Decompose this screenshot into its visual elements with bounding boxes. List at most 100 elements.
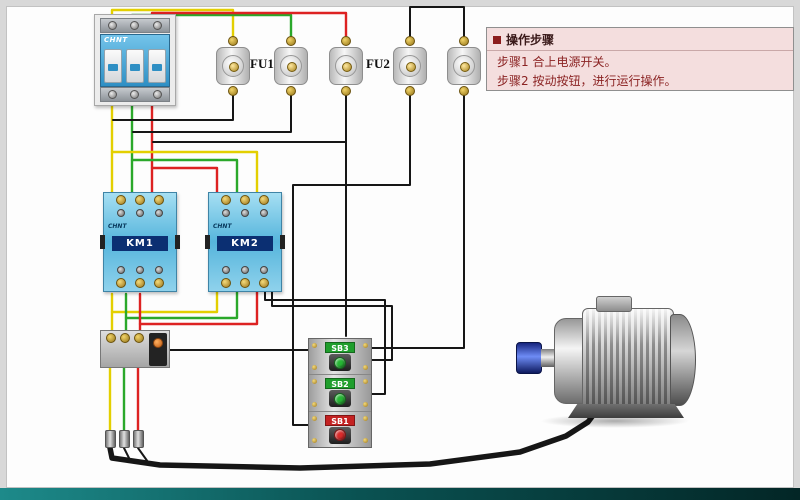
breaker-toggle[interactable] bbox=[126, 49, 144, 83]
button-label: SB2 bbox=[331, 380, 349, 390]
fuse-cap bbox=[447, 47, 481, 85]
fuse-center-icon bbox=[399, 55, 421, 77]
fuse-terminal-icon bbox=[341, 36, 351, 46]
terminal-screw-icon bbox=[130, 90, 140, 99]
motor-shaft bbox=[541, 349, 556, 367]
terminal-screw-icon bbox=[120, 333, 130, 343]
fuse-center-icon bbox=[222, 55, 244, 77]
thermal-relay[interactable] bbox=[100, 330, 170, 368]
fuse-cap bbox=[393, 47, 427, 85]
screw-icon bbox=[312, 343, 317, 348]
screw-icon bbox=[312, 365, 317, 371]
contactor-km2[interactable]: CHNT KM2 bbox=[205, 192, 285, 292]
contactor-top-terminals bbox=[209, 193, 281, 207]
screw-icon bbox=[363, 437, 368, 443]
terminal-screw-icon bbox=[130, 21, 140, 30]
terminal-screw-icon bbox=[153, 21, 163, 30]
screw-icon bbox=[312, 415, 317, 421]
terminal-screw-icon bbox=[239, 195, 250, 205]
screw-icon bbox=[363, 343, 368, 348]
fuse-terminal-icon bbox=[228, 36, 238, 46]
fuse-holder[interactable] bbox=[329, 36, 363, 96]
terminal-screw-icon bbox=[260, 266, 269, 274]
instruction-title: 操作步骤 bbox=[506, 33, 555, 47]
terminal-screw-icon bbox=[259, 195, 270, 205]
button-label-plate: SB1 bbox=[325, 414, 355, 426]
terminal-screw-icon bbox=[155, 266, 164, 274]
terminal-screw-icon bbox=[260, 209, 269, 217]
push-button-sb2[interactable] bbox=[329, 390, 351, 408]
breaker-toggle[interactable] bbox=[148, 49, 166, 83]
terminal-screw-icon bbox=[134, 195, 145, 205]
screw-icon bbox=[363, 401, 368, 407]
button-unit-sb1: SB1 bbox=[309, 412, 371, 447]
breaker-brand: CHNT bbox=[104, 36, 128, 44]
button-cap-icon bbox=[334, 392, 346, 405]
fuse-group-label-fu1: FU1 bbox=[250, 56, 274, 71]
motor-rear-cap bbox=[670, 314, 696, 406]
instruction-step-2: 步骤2 按动按钮，进行运行操作。 bbox=[497, 74, 677, 88]
breaker-top-terminals bbox=[100, 18, 170, 33]
button-unit-sb3: SB3 bbox=[309, 339, 371, 376]
fuse-terminal-icon bbox=[286, 86, 296, 96]
push-button-sb3[interactable] bbox=[329, 354, 351, 371]
instruction-panel: 操作步骤 步骤1 合上电源开关。 步骤2 按动按钮，进行运行操作。 bbox=[486, 27, 794, 91]
bottom-bar bbox=[0, 488, 800, 500]
instruction-steps: 步骤1 合上电源开关。 步骤2 按动按钮，进行运行操作。 bbox=[487, 51, 793, 91]
screw-icon bbox=[363, 415, 368, 421]
terminal-screw-icon bbox=[221, 266, 230, 274]
breaker-toggle-group bbox=[104, 49, 166, 83]
contactor-km1[interactable]: CHNT KM1 bbox=[100, 192, 180, 292]
circuit-breaker[interactable]: CHNT bbox=[94, 14, 176, 106]
contactor-brand: CHNT bbox=[108, 223, 127, 230]
fuse-holder[interactable] bbox=[216, 36, 250, 96]
fuse-holder[interactable] bbox=[447, 36, 481, 96]
mount-tab-icon bbox=[100, 235, 105, 249]
terminal-screw-icon bbox=[220, 278, 231, 288]
terminal-screw-icon bbox=[154, 195, 165, 205]
screw-icon bbox=[363, 365, 368, 371]
button-label-plate: SB3 bbox=[325, 342, 355, 353]
breaker-toggle[interactable] bbox=[104, 49, 122, 83]
relay-dial[interactable] bbox=[153, 338, 163, 348]
instruction-step-1: 步骤1 合上电源开关。 bbox=[497, 55, 617, 69]
fuse-terminal-icon bbox=[459, 86, 469, 96]
push-button-sb1[interactable] bbox=[329, 426, 351, 444]
button-label: SB3 bbox=[331, 344, 349, 353]
fuse-group-label-fu2: FU2 bbox=[366, 56, 390, 71]
wire-connector bbox=[105, 430, 116, 448]
motor bbox=[512, 296, 698, 430]
button-label: SB1 bbox=[331, 416, 349, 426]
fuse-terminal-icon bbox=[286, 36, 296, 46]
terminal-screw-icon bbox=[240, 209, 249, 217]
terminal-screw-icon bbox=[116, 209, 125, 217]
contactor-label: KM2 bbox=[217, 236, 273, 251]
fuse-cap bbox=[329, 47, 363, 85]
terminal-screw-icon bbox=[107, 90, 117, 99]
terminal-screw-icon bbox=[116, 266, 125, 274]
bullet-icon bbox=[493, 35, 501, 44]
fuse-cap bbox=[274, 47, 308, 85]
contactor-bottom-terminals bbox=[104, 264, 176, 290]
fuse-terminal-icon bbox=[341, 86, 351, 96]
instruction-header: 操作步骤 bbox=[487, 28, 793, 51]
terminal-screw-icon bbox=[240, 266, 249, 274]
fuse-holder[interactable] bbox=[274, 36, 308, 96]
fuse-cap bbox=[216, 47, 250, 85]
contactor-bottom-terminals bbox=[209, 264, 281, 290]
mount-tab-icon bbox=[205, 235, 210, 249]
fuse-terminal-icon bbox=[405, 36, 415, 46]
mount-tab-icon bbox=[175, 235, 180, 249]
screw-icon bbox=[363, 379, 368, 385]
terminal-screw-icon bbox=[153, 90, 163, 99]
fuse-holder[interactable] bbox=[393, 36, 427, 96]
fuse-center-icon bbox=[335, 55, 357, 77]
breaker-bottom-terminals bbox=[100, 87, 170, 102]
screw-icon bbox=[312, 437, 317, 443]
screw-icon bbox=[312, 379, 317, 385]
terminal-screw-icon bbox=[259, 278, 270, 288]
screw-icon bbox=[312, 401, 317, 407]
fuse-center-icon bbox=[453, 55, 475, 77]
terminal-screw-icon bbox=[107, 21, 117, 30]
